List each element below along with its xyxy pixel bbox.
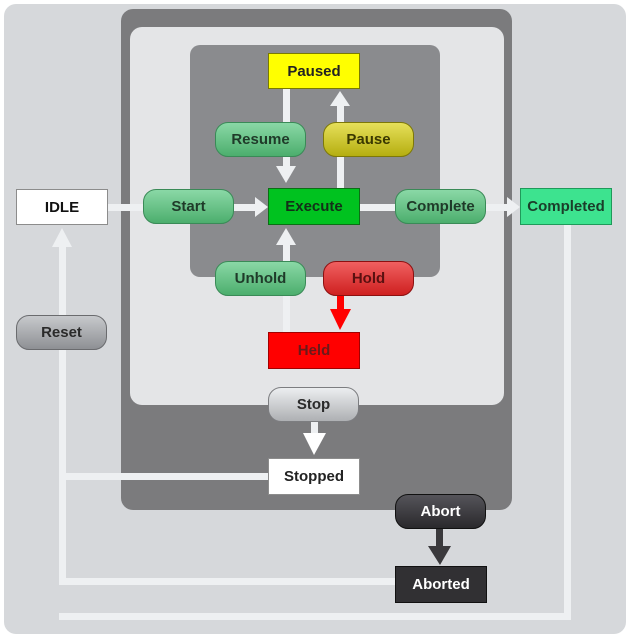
arrowhead-complete-completed xyxy=(507,197,520,217)
command-pause: Pause xyxy=(323,122,414,157)
command-complete: Complete xyxy=(395,189,486,224)
connector-stopped-reset xyxy=(66,473,270,480)
state-held: Held xyxy=(268,332,360,369)
connector-paused-resume xyxy=(283,89,290,124)
connector-reset-idle xyxy=(59,247,66,585)
arrowhead-pause-paused xyxy=(330,91,350,106)
command-stop: Stop xyxy=(268,387,359,422)
arrowhead-start-execute xyxy=(255,197,268,217)
arrowhead-reset-idle xyxy=(52,228,72,247)
command-reset: Reset xyxy=(16,315,107,350)
arrowhead-unhold-execute xyxy=(276,228,296,245)
connector-resume-execute xyxy=(283,155,290,168)
command-start: Start xyxy=(143,189,234,224)
command-unhold: Unhold xyxy=(215,261,306,296)
connector-pause-paused xyxy=(337,106,344,122)
arrowhead-resume-execute xyxy=(276,166,296,183)
arrowhead-abort-aborted xyxy=(428,546,451,565)
command-resume: Resume xyxy=(215,122,306,157)
connector-unhold-execute xyxy=(283,245,290,263)
connector-aborted-reset xyxy=(66,578,396,585)
state-stopped: Stopped xyxy=(268,458,360,495)
connector-abort-aborted xyxy=(436,528,443,548)
connector-complete-completed xyxy=(485,204,509,211)
state-aborted: Aborted xyxy=(395,566,487,603)
connector-execute-pause xyxy=(337,155,344,188)
connector-completed-reset xyxy=(564,224,571,620)
connector-bottom-return xyxy=(59,613,571,620)
state-idle: IDLE xyxy=(16,189,108,225)
connector-idle-start xyxy=(107,204,145,211)
connector-execute-complete xyxy=(359,204,397,211)
arrowhead-stop-stopped xyxy=(303,433,326,455)
command-abort: Abort xyxy=(395,494,486,529)
state-completed: Completed xyxy=(520,188,612,225)
state-execute: Execute xyxy=(268,188,360,225)
connector-hold-held xyxy=(337,295,344,311)
connector-held-unhold xyxy=(283,295,290,333)
connector-start-execute xyxy=(233,204,257,211)
connector-stop-stopped xyxy=(311,421,318,435)
state-paused: Paused xyxy=(268,53,360,89)
arrowhead-hold-held xyxy=(330,309,351,330)
command-hold: Hold xyxy=(323,261,414,296)
